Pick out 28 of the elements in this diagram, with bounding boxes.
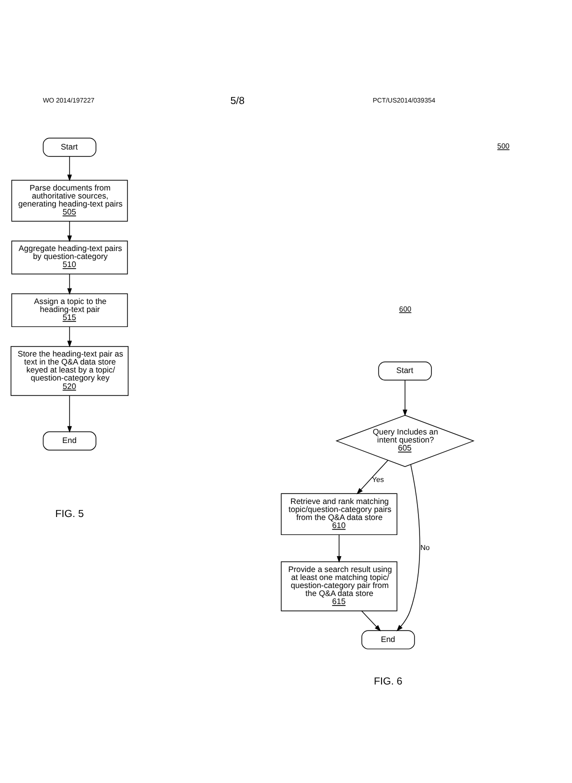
edge-label: No	[420, 543, 430, 552]
node-box: Start	[378, 361, 432, 381]
arrow	[67, 221, 72, 242]
arrow	[356, 460, 388, 494]
node-box: Assign a topic to the heading-text pair 515	[11, 293, 128, 328]
node-box: Aggregate heading-text pairs by question-category 510	[11, 240, 128, 274]
arrow	[336, 534, 342, 563]
node-box: Retrieve and rank matching topic/question-category pairs from the Q&A data store 610	[280, 493, 398, 536]
node-box: Start	[42, 138, 96, 157]
arrow	[67, 156, 72, 182]
label: FIG. 5	[55, 508, 84, 520]
node-box: End	[361, 630, 415, 650]
node-box: Parse documents from authoritative sources, generating heading-text pairs 505	[11, 180, 128, 222]
node-box: End	[42, 431, 96, 450]
arrow	[67, 326, 72, 348]
node-box: Store the heading-text pair as text in the Q&A data store keyed at least by a topic/ question-category key 520	[10, 346, 129, 396]
label: 600	[399, 304, 412, 314]
arrow	[396, 464, 420, 632]
arrow	[67, 274, 72, 295]
edge-label: Yes	[372, 474, 384, 484]
arrow	[402, 380, 408, 416]
node-diamond: Query Includes an intent question? 605	[336, 414, 475, 467]
label: FIG. 6	[374, 676, 402, 688]
arrow	[67, 395, 72, 433]
arrow	[361, 610, 381, 632]
node-box: Provide a search result using at least one matching topic/ question-category pair from the Q&A data store 615	[280, 561, 398, 612]
label: 500	[497, 141, 510, 150]
label: 5/8	[230, 96, 245, 107]
